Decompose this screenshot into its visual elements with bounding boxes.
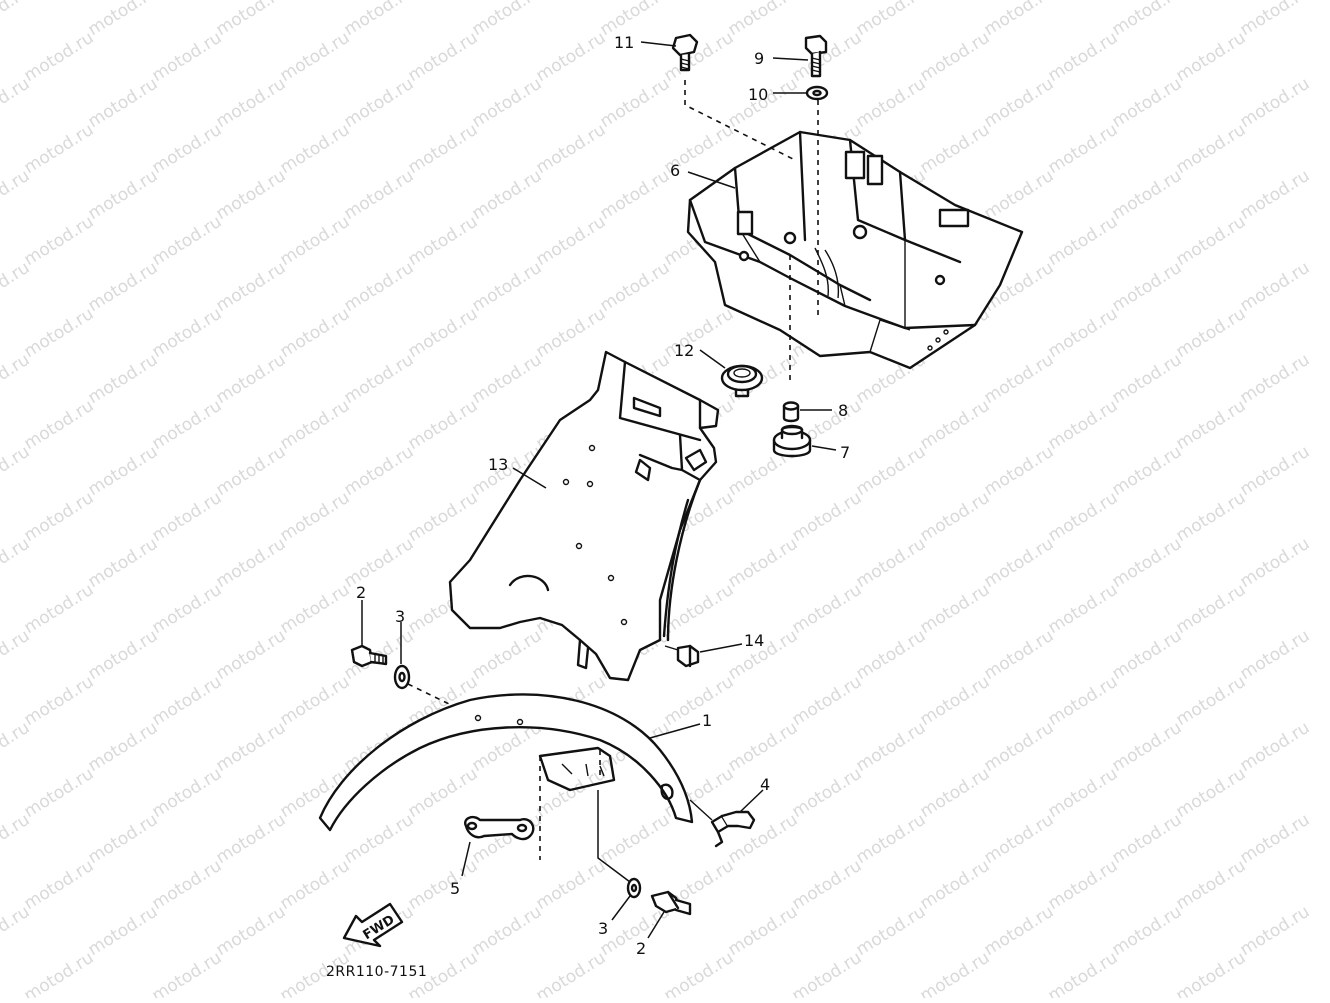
leader-lines: [361, 41, 837, 939]
callout-9: 9: [754, 49, 764, 68]
callout-3-upper: 3: [395, 607, 405, 626]
drawing-code: 2RR110-7151: [326, 964, 427, 980]
callout-7: 7: [840, 443, 850, 462]
washer-3-upper: [393, 664, 411, 690]
callout-14: 14: [744, 631, 764, 650]
callout-3-lower: 3: [598, 919, 608, 938]
damper-7: [772, 424, 812, 458]
callout-6: 6: [670, 161, 680, 180]
callout-11: 11: [614, 33, 634, 52]
callout-12: 12: [674, 341, 694, 360]
bolt-11: [671, 33, 699, 72]
inner-panel-13: [448, 350, 720, 682]
bracket-5: [464, 815, 535, 841]
callout-10: 10: [748, 85, 768, 104]
washer-10: [805, 85, 829, 101]
battery-box: [686, 130, 1024, 370]
grommet-12: [720, 364, 764, 398]
callout-13: 13: [488, 455, 508, 474]
callout-1: 1: [702, 711, 712, 730]
washer-3-lower: [626, 877, 642, 899]
bolt-2-upper: [350, 644, 388, 668]
callout-2-upper: 2: [356, 583, 366, 602]
bolt-14: [664, 644, 700, 668]
callout-8: 8: [838, 401, 848, 420]
collar-8: [782, 401, 800, 423]
front-fender-1: [318, 693, 694, 860]
callout-labels: 11 9 10 6 12 8 7 13 2 3 14 1 4 5 3 2: [356, 33, 850, 958]
callout-4: 4: [760, 775, 770, 794]
bolt-9: [804, 34, 828, 78]
clamp-4: [689, 799, 756, 848]
callout-5: 5: [450, 879, 460, 898]
bolt-2-lower: [650, 890, 692, 916]
callout-2-lower: 2: [636, 939, 646, 958]
